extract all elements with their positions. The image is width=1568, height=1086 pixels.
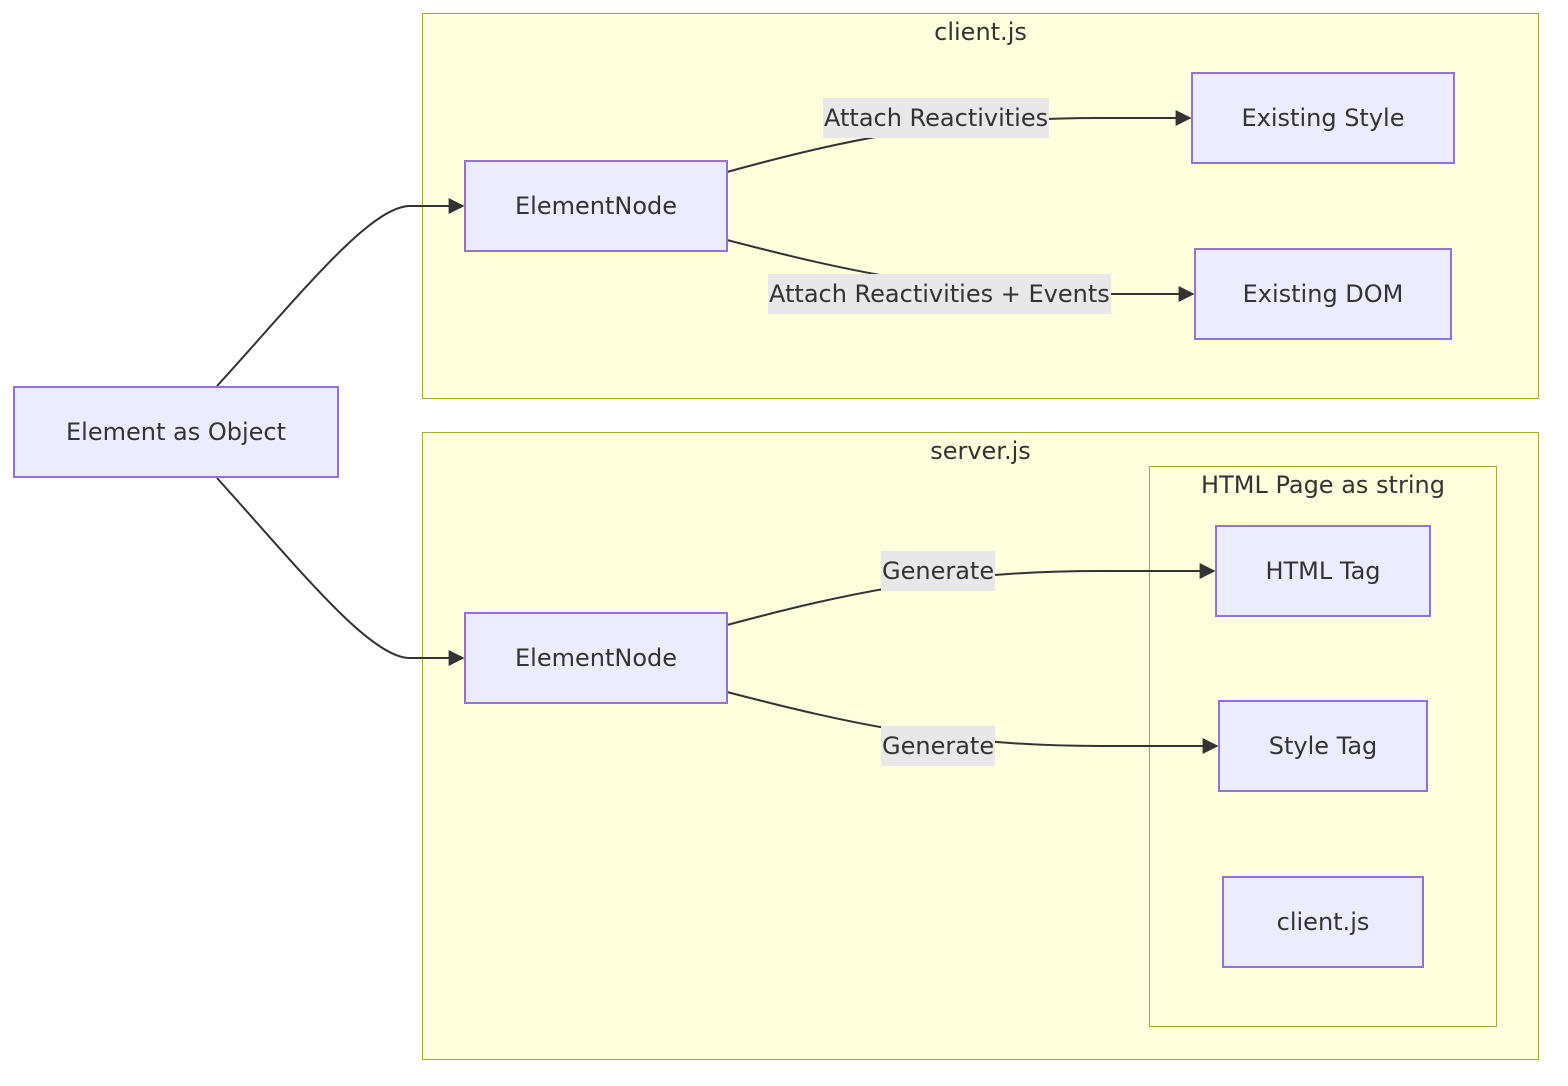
existing-dom-node[interactable]: Existing DOM	[1194, 248, 1452, 340]
edge-label-generate-html: Generate	[881, 551, 996, 591]
existing-style-node[interactable]: Existing Style	[1191, 72, 1455, 164]
html-tag-node[interactable]: HTML Tag	[1215, 525, 1431, 617]
server-js-cluster-title: server.js	[930, 437, 1031, 465]
edge-object-to-server-elementnode	[216, 477, 465, 666]
html-page-cluster-title: HTML Page as string	[1201, 471, 1445, 499]
client-elementnode-node[interactable]: ElementNode	[464, 160, 728, 252]
edge-label-generate-style: Generate	[881, 726, 996, 766]
edge-label-attach-reactivities: Attach Reactivities	[823, 98, 1050, 138]
server-elementnode-node[interactable]: ElementNode	[464, 612, 728, 704]
edge-label-attach-reactivities-events: Attach Reactivities + Events	[768, 274, 1111, 314]
edge-object-to-client-elementnode	[216, 198, 465, 387]
style-tag-node[interactable]: Style Tag	[1218, 700, 1428, 792]
client-js-cluster-title: client.js	[934, 18, 1027, 46]
element-as-object-node[interactable]: Element as Object	[13, 386, 339, 478]
client-js-node[interactable]: client.js	[1222, 876, 1424, 968]
